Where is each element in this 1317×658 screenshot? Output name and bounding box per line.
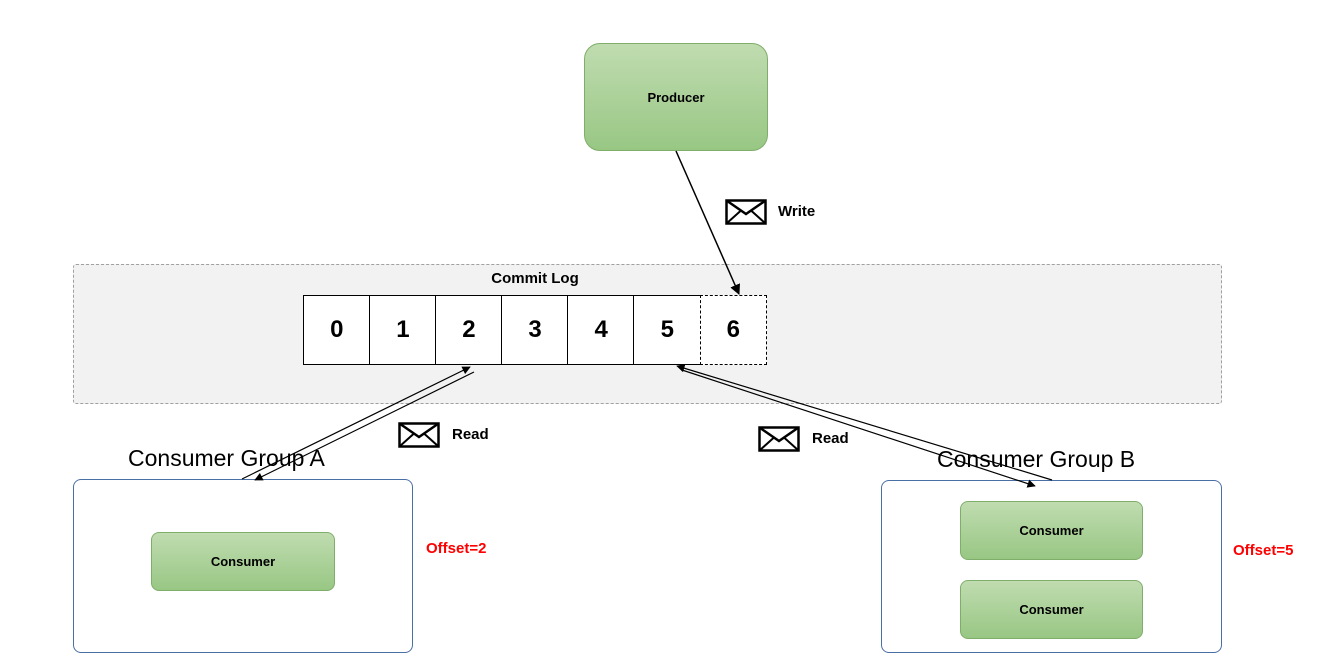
log-cell-1: 1 [369, 295, 437, 365]
log-cell-5: 5 [633, 295, 702, 365]
consumer-a-label: Consumer [210, 554, 276, 569]
log-cell-4: 4 [567, 295, 635, 365]
consumer-b1-node: Consumer [960, 501, 1143, 560]
consumer-b1-label: Consumer [1019, 523, 1084, 538]
envelope-icon [758, 426, 800, 452]
offset-a-label: Offset=2 [426, 540, 487, 557]
consumer-b2-node: Consumer [960, 580, 1143, 639]
consumer-group-a-label: Consumer Group A [128, 445, 325, 471]
offset-b-label: Offset=5 [1233, 542, 1294, 559]
consumer-a-node: Consumer [151, 532, 335, 591]
write-label: Write [778, 203, 816, 220]
producer-node: Producer [584, 43, 768, 151]
consumer-group-b-label: Consumer Group B [937, 446, 1136, 472]
envelope-icon [398, 422, 440, 448]
read-a-label: Read [452, 426, 489, 443]
envelope-icon [725, 199, 767, 225]
commit-log-cells: 0 1 2 3 4 5 6 [303, 295, 768, 365]
log-cell-0: 0 [303, 295, 371, 365]
log-cell-3: 3 [501, 295, 569, 365]
log-cell-2: 2 [435, 295, 503, 365]
consumer-b2-label: Consumer [1019, 602, 1084, 617]
commit-log-title: Commit Log [491, 270, 579, 287]
producer-label: Producer [647, 89, 705, 105]
log-cell-6-pending: 6 [699, 295, 768, 365]
read-b-label: Read [812, 430, 849, 447]
